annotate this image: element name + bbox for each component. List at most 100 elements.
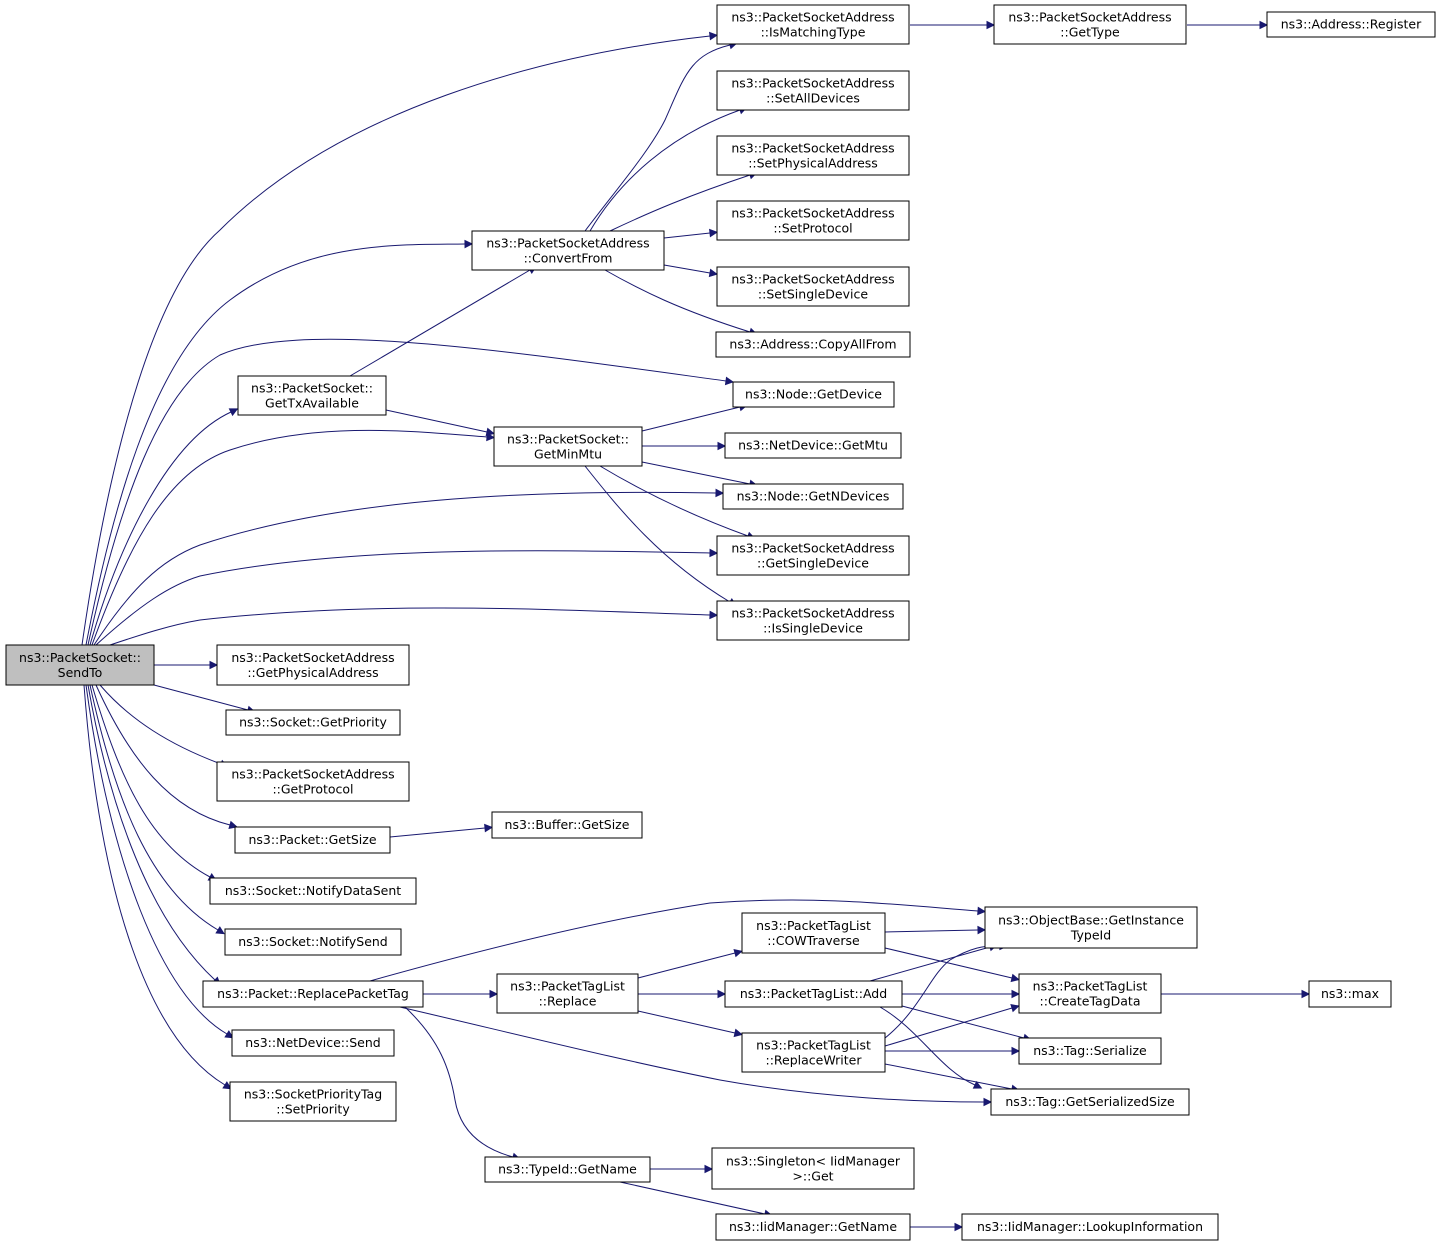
- arrowhead: [977, 906, 987, 916]
- node-box: [984, 906, 1198, 949]
- node-typeid-getname[interactable]: ns3::TypeId::GetName: [484, 1156, 651, 1183]
- node-box: [716, 200, 910, 241]
- edge-line: [399, 1006, 985, 1103]
- node-box: [216, 761, 410, 802]
- node-ptl-cowtraverse[interactable]: ns3::PacketTagList::COWTraverse: [741, 912, 886, 954]
- arrowhead: [1259, 20, 1269, 30]
- edge-sendto-to-node_getndevices: [93, 488, 725, 646]
- edge-ptl_createtagdata-to-ns3_max: [1161, 989, 1311, 999]
- node-ps-getminmtu[interactable]: ns3::PacketSocket::GetMinMtu: [493, 426, 643, 467]
- arrowhead: [1011, 1046, 1021, 1056]
- node-iidmanager-getname[interactable]: ns3::IidManager::GetName: [715, 1213, 911, 1241]
- node-netdevice-send[interactable]: ns3::NetDevice::Send: [231, 1029, 395, 1057]
- node-ptl-replace[interactable]: ns3::PacketTagList::Replace: [496, 973, 639, 1014]
- node-label: ::IsSingleDevice: [763, 621, 863, 636]
- node-box: [229, 1081, 397, 1122]
- edge-psa_convertfrom-to-psa_setsingledevice: [663, 264, 718, 278]
- node-tag-serialize[interactable]: ns3::Tag::Serialize: [1018, 1037, 1162, 1065]
- node-label: ns3::PacketTagList::Add: [740, 986, 887, 1001]
- node-netdevice-getmtu[interactable]: ns3::NetDevice::GetMtu: [724, 432, 902, 459]
- edge-packet_replacepackettag-to-typeid_getname: [404, 1006, 521, 1161]
- node-box: [724, 980, 903, 1008]
- node-psa-setprotocol[interactable]: ns3::PacketSocketAddress::SetProtocol: [716, 200, 910, 241]
- arrowhead: [222, 1081, 232, 1090]
- arrowhead: [1011, 989, 1021, 999]
- edge-line: [89, 684, 219, 931]
- node-box: [715, 331, 911, 358]
- edge-ps_getminmtu-to-netdevice_getmtu: [642, 441, 727, 451]
- node-address-copyallfrom[interactable]: ns3::Address::CopyAllFrom: [715, 331, 911, 358]
- node-sendto[interactable]: ns3::PacketSocket::SendTo: [5, 644, 155, 686]
- edge-ptl_replace-to-ptl_cowtraverse: [637, 948, 743, 979]
- node-node-getdevice[interactable]: ns3::Node::GetDevice: [732, 381, 895, 408]
- arrowhead: [983, 1097, 993, 1107]
- node-label: ns3::PacketTagList: [756, 918, 871, 933]
- node-psa-gettype[interactable]: ns3::PacketSocketAddress::GetType: [993, 4, 1187, 45]
- node-psa-convertfrom[interactable]: ns3::PacketSocketAddress::ConvertFrom: [471, 230, 665, 271]
- node-box: [724, 432, 902, 459]
- arrowhead: [733, 1028, 743, 1038]
- node-label: GetMinMtu: [534, 447, 602, 462]
- node-label: ::COWTraverse: [767, 933, 860, 948]
- edge-line: [93, 491, 717, 646]
- edges: [81, 20, 1311, 1232]
- edge-line: [369, 899, 979, 982]
- node-box: [716, 135, 910, 176]
- edge-sendto-to-netdevice_send: [85, 684, 234, 1039]
- node-label: ns3::PacketSocketAddress: [1008, 10, 1171, 25]
- edge-sendto-to-ps_gettxavailable: [89, 408, 239, 646]
- node-ptl-replacewriter[interactable]: ns3::PacketTagList::ReplaceWriter: [741, 1032, 886, 1073]
- edge-line: [663, 264, 711, 274]
- arrowhead: [704, 1164, 714, 1174]
- node-box: [202, 980, 424, 1008]
- arrowhead: [1010, 973, 1020, 983]
- node-label: ns3::PacketTagList: [1033, 979, 1148, 994]
- edge-line: [83, 684, 226, 1086]
- node-psa-setsingledevice[interactable]: ns3::PacketSocketAddress::SetSingleDevic…: [716, 266, 910, 307]
- edge-ptl_replace-to-ptl_add: [638, 989, 727, 999]
- edge-ptl_replacewriter-to-tag_getserializedsize: [884, 1063, 1020, 1094]
- node-label: ns3::PacketTagList: [756, 1038, 871, 1053]
- node-singleton-get[interactable]: ns3::Singleton< IidManager >::Get: [711, 1147, 915, 1190]
- arrowhead: [733, 948, 743, 958]
- node-ps-gettxavailable[interactable]: ns3::PacketSocket::GetTxAvailable: [237, 375, 387, 416]
- node-packet-replacepackettag[interactable]: ns3::Packet::ReplacePacketTag: [202, 980, 424, 1008]
- node-psa-getprotocol[interactable]: ns3::PacketSocketAddress::GetProtocol: [216, 761, 410, 802]
- arrowhead: [724, 376, 735, 386]
- node-box: [716, 266, 910, 307]
- node-label: ns3::PacketSocket::: [251, 381, 373, 396]
- node-ptl-createtagdata[interactable]: ns3::PacketTagList::CreateTagData: [1018, 973, 1162, 1014]
- node-iidmanager-lookupinformation[interactable]: ns3::IidManager::LookupInformation: [961, 1213, 1219, 1241]
- node-box: [5, 644, 155, 686]
- node-psa-getphysicaladdress[interactable]: ns3::PacketSocketAddress::GetPhysicalAdd…: [216, 644, 410, 686]
- node-node-getndevices[interactable]: ns3::Node::GetNDevices: [722, 483, 904, 510]
- node-socket-getpriority[interactable]: ns3::Socket::GetPriority: [225, 709, 401, 736]
- node-box: [209, 877, 417, 905]
- node-label: ns3::Socket::GetPriority: [239, 715, 387, 730]
- node-psa-ismatchingtype[interactable]: ns3::PacketSocketAddress::IsMatchingType: [716, 4, 910, 45]
- edge-sendto-to-packet_replacepackettag: [87, 684, 221, 986]
- node-socket-notifysend[interactable]: ns3::Socket::NotifySend: [224, 928, 402, 956]
- node-label: ns3::NetDevice::GetMtu: [738, 438, 888, 453]
- node-label: ns3::Address::CopyAllFrom: [729, 337, 896, 352]
- node-buffer-getsize[interactable]: ns3::Buffer::GetSize: [491, 811, 643, 839]
- arrowhead: [954, 1222, 964, 1232]
- node-ns3-max[interactable]: ns3::max: [1308, 980, 1392, 1008]
- edge-line: [869, 946, 991, 982]
- node-address-register[interactable]: ns3::Address::Register: [1266, 11, 1436, 38]
- node-packet-getsize[interactable]: ns3::Packet::GetSize: [234, 826, 391, 854]
- node-psa-issingledevice[interactable]: ns3::PacketSocketAddress::IsSingleDevice: [716, 600, 910, 641]
- edge-typeid_getname-to-singleton_get: [650, 1164, 714, 1174]
- node-psa-setalldevices[interactable]: ns3::PacketSocketAddress::SetAllDevices: [716, 70, 910, 111]
- node-socket-notifydatasent[interactable]: ns3::Socket::NotifyDataSent: [209, 877, 417, 905]
- node-label: ::GetType: [1060, 25, 1120, 40]
- edge-sendto-to-ps_getminmtu: [91, 429, 496, 646]
- node-tag-getserializedsize[interactable]: ns3::Tag::GetSerializedSize: [990, 1088, 1190, 1116]
- node-psa-setphysicaladdress[interactable]: ns3::PacketSocketAddress::SetPhysicalAdd…: [716, 135, 910, 176]
- node-ptl-add[interactable]: ns3::PacketTagList::Add: [724, 980, 903, 1008]
- node-sockprio-setpriority[interactable]: ns3::SocketPriorityTag::SetPriority: [229, 1081, 397, 1122]
- node-psa-getsingledevice[interactable]: ns3::PacketSocketAddress::GetSingleDevic…: [716, 535, 910, 576]
- node-label: ::GetProtocol: [272, 782, 353, 797]
